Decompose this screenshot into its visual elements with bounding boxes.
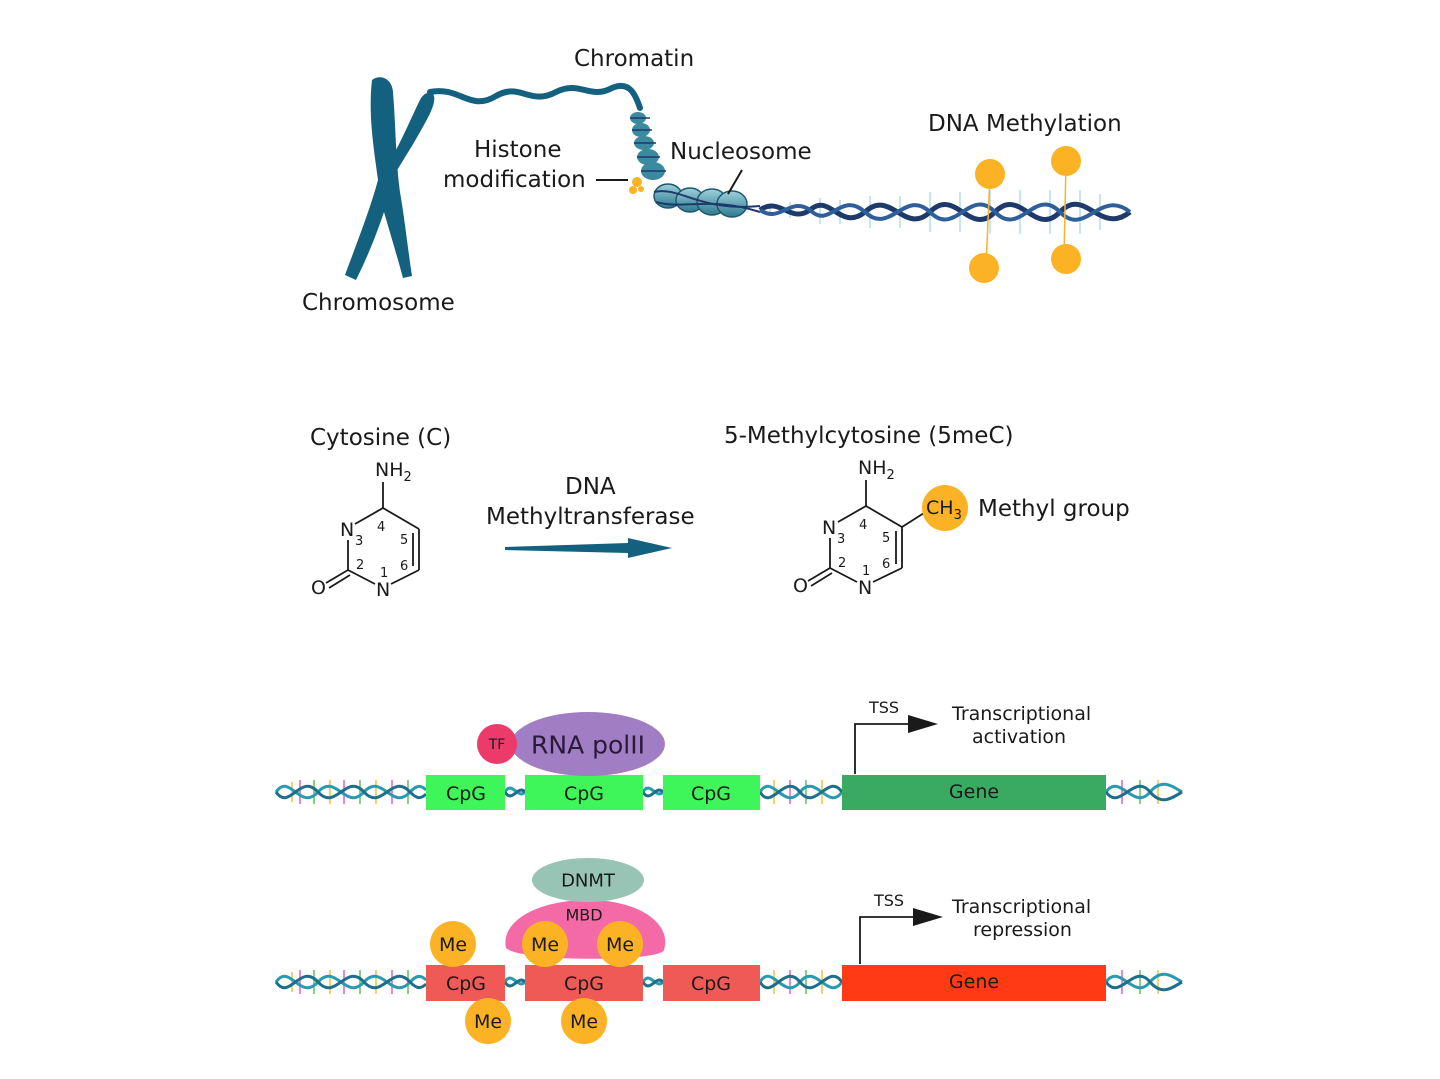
histone-label-line2: modification <box>443 167 586 193</box>
mbd-label: MBD <box>565 906 602 925</box>
methyl-marks: Me Me Me Me Me <box>430 921 643 1044</box>
methylcytosine-ring-3: 3 <box>837 532 845 547</box>
dna-helix-top <box>758 190 1132 234</box>
cytosine-o: O <box>311 577 326 599</box>
chromosome <box>345 77 435 280</box>
chromosome-label: Chromosome <box>302 290 455 316</box>
me-circle-4 <box>465 998 511 1044</box>
cytosine-ring-2: 2 <box>356 558 364 573</box>
me-label-1: Me <box>439 934 467 956</box>
gene-box-repressed <box>842 965 1106 1001</box>
methylcytosine-n1: N <box>858 577 872 599</box>
cpg-label-active-1: CpG <box>446 783 486 805</box>
methyl-groups-top <box>969 146 1081 283</box>
enzyme-label-line1: DNA <box>565 474 616 500</box>
dnmt-label: DNMT <box>561 871 616 892</box>
cytosine-n1: N <box>376 579 390 601</box>
cpg-label-active-3: CpG <box>691 783 731 805</box>
cytosine-title: Cytosine (C) <box>310 425 451 451</box>
reaction-arrow <box>505 538 672 558</box>
activation-label-line2: activation <box>972 726 1066 748</box>
nucleosome-pointer <box>727 169 743 195</box>
dna-helix-activation <box>274 780 1183 804</box>
cpg-box-repressed-1 <box>426 965 505 1001</box>
methyl-group-label: Methyl group <box>978 496 1130 522</box>
cytosine-ring-6: 6 <box>400 559 408 574</box>
cytosine-n3: N <box>340 519 354 541</box>
cytosine-ring-4: 4 <box>377 520 385 535</box>
me-label-3: Me <box>606 934 634 956</box>
cytosine-ring-1: 1 <box>380 566 388 581</box>
cytosine-structure: NH2 N N O 1 2 3 4 5 6 <box>311 459 420 601</box>
methylcytosine-ring-6: 6 <box>882 557 890 572</box>
tss-arrow-activation <box>854 715 938 774</box>
transcription-factor-label: TF <box>488 737 506 753</box>
histone-modification-mark <box>596 177 644 194</box>
tss-label-activation: TSS <box>868 698 899 717</box>
cpg-box-repressed-2 <box>525 965 643 1001</box>
nucleosome-label: Nucleosome <box>670 139 812 165</box>
cpg-label-repressed-3: CpG <box>691 973 731 995</box>
gene-label-repressed: Gene <box>949 971 999 993</box>
tss-label-repression: TSS <box>873 891 904 910</box>
repression-label-line1: Transcriptional <box>951 896 1091 918</box>
tss-arrow-repression <box>859 908 943 964</box>
methylcytosine-ring-4: 4 <box>859 518 867 533</box>
repression-label-line2: repression <box>973 919 1072 941</box>
histone-label-line1: Histone <box>474 137 562 163</box>
gene-label-active: Gene <box>949 781 999 803</box>
gene-box-active <box>842 775 1106 810</box>
me-circle-5 <box>561 998 607 1044</box>
cpg-box-active-1 <box>426 775 505 810</box>
methylcytosine-ch3: CH3 <box>926 497 962 523</box>
cytosine-ring-3: 3 <box>355 534 363 549</box>
me-circle-2 <box>522 921 568 967</box>
chromatin-coil <box>630 112 666 180</box>
cpg-box-active-2 <box>525 775 643 810</box>
dna-methylation-label: DNA Methylation <box>928 111 1122 137</box>
me-circle-3 <box>597 921 643 967</box>
methylcytosine-ring-5: 5 <box>882 531 890 546</box>
methylcytosine-n3: N <box>822 517 836 539</box>
cpg-box-active-3 <box>663 775 760 810</box>
dna-helix-repression <box>274 970 1183 994</box>
activation-label-line1: Transcriptional <box>951 703 1091 725</box>
cpg-label-repressed-1: CpG <box>446 973 486 995</box>
cpg-label-active-2: CpG <box>564 783 604 805</box>
me-label-4: Me <box>474 1011 502 1033</box>
methylcytosine-structure: CH3 NH2 N N O 1 2 3 4 5 6 <box>793 457 968 599</box>
cytosine-nh2: NH2 <box>375 459 412 485</box>
me-circle-1 <box>430 921 476 967</box>
enzyme-label-line2: Methyltransferase <box>486 504 695 530</box>
cytosine-ring-5: 5 <box>400 533 408 548</box>
methylcytosine-title: 5-Methylcytosine (5meC) <box>724 423 1013 449</box>
transcription-factor <box>477 724 517 764</box>
me-label-5: Me <box>570 1011 598 1033</box>
me-label-2: Me <box>531 934 559 956</box>
chromatin-fiber <box>427 83 643 111</box>
dnmt-protein <box>532 858 644 902</box>
methyl-group-circle <box>922 485 968 531</box>
cpg-label-repressed-2: CpG <box>564 973 604 995</box>
methylcytosine-o: O <box>793 575 808 597</box>
methylcytosine-ring-2: 2 <box>838 556 846 571</box>
methylcytosine-nh2: NH2 <box>858 457 895 483</box>
rna-polymerase <box>511 712 665 776</box>
methylcytosine-ring-1: 1 <box>862 564 870 579</box>
rna-polymerase-label: RNA polII <box>531 731 645 760</box>
cpg-box-repressed-3 <box>663 965 760 1001</box>
chromatin-label: Chromatin <box>574 46 694 72</box>
nucleosomes <box>653 183 761 218</box>
